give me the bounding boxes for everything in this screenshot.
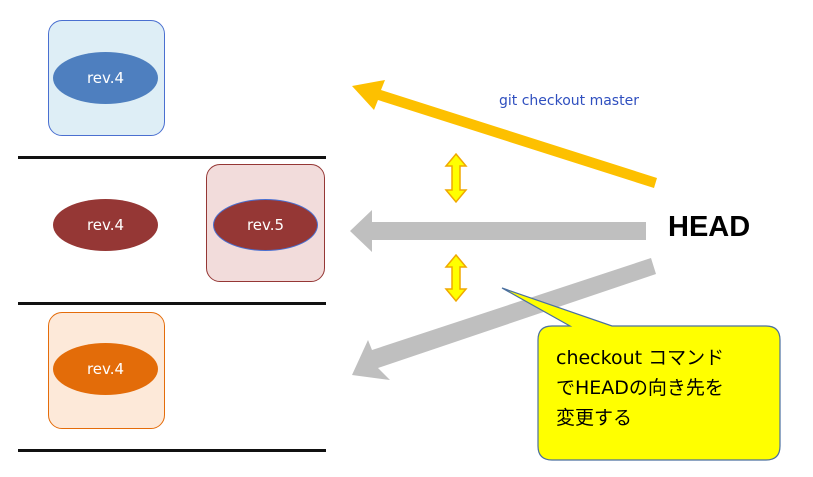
callout-line-1: checkout コマンド	[556, 347, 725, 369]
callout-text: checkout コマンド でHEADの向き先を 変更する	[556, 343, 766, 433]
active-checkout-arrow	[352, 80, 657, 188]
switch-arrow-lower	[444, 253, 468, 303]
middle-rev4-label: rev.4	[86, 216, 125, 234]
middle-rev5-node: rev.5	[213, 199, 318, 251]
bottom-rev4-label: rev.4	[86, 360, 125, 378]
divider-3	[18, 449, 326, 452]
middle-rev4-node: rev.4	[53, 199, 158, 251]
head-label: HEAD	[668, 211, 751, 243]
callout-line-2: でHEADの向き先を	[556, 377, 724, 399]
switch-arrow-upper	[444, 152, 468, 204]
top-rev4-node: rev.4	[53, 52, 158, 104]
bottom-pointer-arrow	[352, 258, 656, 380]
checkout-command-label: git checkout master	[499, 93, 639, 109]
callout-line-3: 変更する	[556, 407, 633, 429]
callout-bubble	[501, 287, 781, 461]
divider-2	[18, 302, 326, 305]
top-rev4-label: rev.4	[86, 69, 125, 87]
divider-1	[18, 156, 326, 159]
bottom-rev4-node: rev.4	[53, 343, 158, 395]
middle-rev5-label: rev.5	[246, 216, 285, 234]
middle-pointer-arrow	[350, 210, 646, 252]
